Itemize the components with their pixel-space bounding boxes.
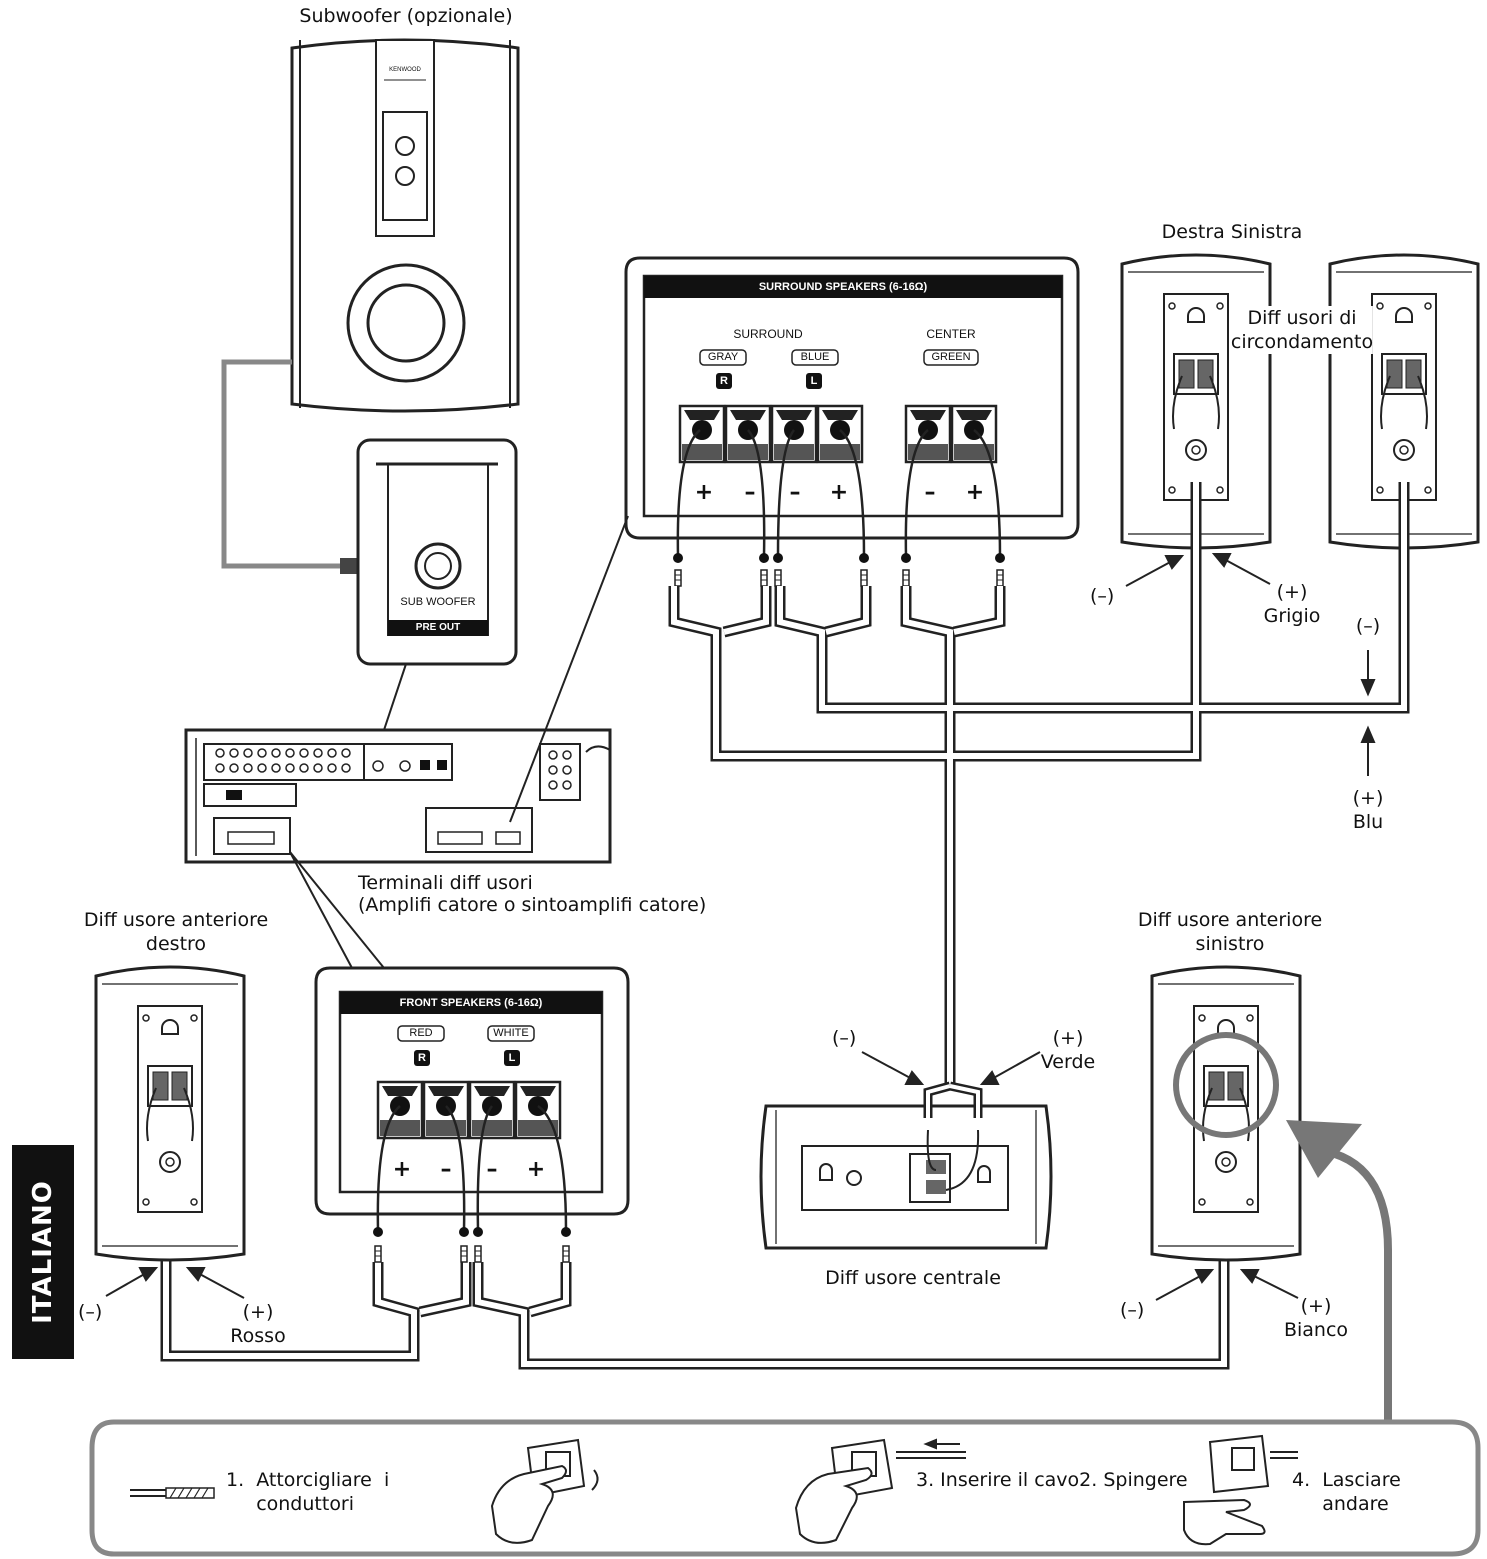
polarity-arrows xyxy=(105,553,1376,1301)
surround-panel-title: SURROUND SPEAKERS (6-16Ω) xyxy=(758,281,928,293)
front-left-minus: (–) xyxy=(1120,1299,1145,1321)
blu-label: (+) Blu xyxy=(1352,787,1384,833)
verde-label: (+) Verde xyxy=(1040,1027,1096,1073)
zoom-arrow xyxy=(1317,1146,1392,1420)
push-hand-icon xyxy=(490,1438,599,1544)
gray-tag: GRAY xyxy=(707,351,739,363)
center-title: Diff usore centrale xyxy=(825,1267,1001,1289)
subwoofer-preout-callout xyxy=(356,438,518,743)
twisted-wire-icon xyxy=(130,1487,215,1499)
terminals-label: Terminali diff usori (Amplifi catore o s… xyxy=(358,872,707,916)
surround-l-badge: L xyxy=(810,375,818,387)
red-tag: RED xyxy=(409,1027,433,1039)
front-l-badge: L xyxy=(508,1052,516,1064)
step-1-text: 1. Attorcigliare i conduttori xyxy=(226,1469,390,1515)
surround-panel-wires xyxy=(676,429,1002,557)
white-tag: WHITE xyxy=(493,1027,529,1039)
svg-text:–: – xyxy=(790,480,801,505)
pre-out-label: PRE OUT xyxy=(415,622,461,633)
center-minus: (–) xyxy=(832,1027,857,1049)
center-speaker xyxy=(759,1081,1053,1250)
svg-text:+: + xyxy=(393,1157,411,1182)
center-label: CENTER xyxy=(926,327,976,341)
svg-text:+: + xyxy=(830,480,848,505)
front-speaker-left xyxy=(1150,965,1302,1262)
svg-text:+: + xyxy=(966,480,984,505)
surround-r-minus: (–) xyxy=(1090,585,1115,607)
surround-speakers-label: Diff usori di circondamento xyxy=(1230,306,1374,354)
svg-text:+: + xyxy=(695,480,713,505)
surround-label: SURROUND xyxy=(733,327,803,341)
svg-text:–: – xyxy=(925,480,936,505)
right-left-title: Destra Sinistra xyxy=(1161,221,1303,243)
release-hand-icon xyxy=(1183,1434,1298,1546)
speaker-cables xyxy=(160,482,1410,1370)
subwoofer-title: Subwoofer (opzionale) xyxy=(299,5,513,27)
step-3-text: 3. Inserire il cavo2. Spingere xyxy=(916,1469,1188,1491)
rosso-label: (+) Rosso xyxy=(230,1301,286,1347)
svg-text:+: + xyxy=(527,1157,545,1182)
front-r-badge: R xyxy=(418,1052,426,1064)
front-right-minus: (–) xyxy=(78,1301,103,1323)
svg-text:–: – xyxy=(487,1157,498,1182)
surround-r-badge: R xyxy=(720,375,728,387)
front-panel-title: FRONT SPEAKERS (6-16Ω) xyxy=(399,997,543,1009)
grigio-label: (+) Grigio xyxy=(1263,581,1321,627)
insert-wire-icon xyxy=(794,1438,966,1544)
front-right-title: Diff usore anteriore destro xyxy=(83,909,269,955)
front-left-title: Diff usore anteriore sinistro xyxy=(1137,909,1323,955)
surround-l-minus: (–) xyxy=(1355,615,1381,637)
blue-tag: BLUE xyxy=(800,351,830,363)
surround-terminals-panel: + – – + – + xyxy=(509,256,1080,823)
step-4-text: 4. Lasciare andare xyxy=(1292,1469,1401,1515)
language-tab: ITALIANO xyxy=(12,1145,74,1359)
subwoofer-cable xyxy=(221,359,340,569)
front-terminals-panel: + – – + xyxy=(289,851,630,1237)
bianco-label: (+) Bianco xyxy=(1283,1295,1349,1341)
language-tab-label: ITALIANO xyxy=(28,1180,58,1324)
svg-text:–: – xyxy=(745,480,756,505)
green-tag: GREEN xyxy=(931,351,971,363)
sub-woofer-label: SUB WOOFER xyxy=(400,596,476,608)
amplifier xyxy=(184,728,612,864)
svg-text:–: – xyxy=(441,1157,452,1182)
steps-box xyxy=(89,1419,1481,1557)
brand-logo: KENWOOD xyxy=(389,67,421,73)
front-speaker-right xyxy=(94,965,246,1262)
subwoofer xyxy=(290,38,520,413)
